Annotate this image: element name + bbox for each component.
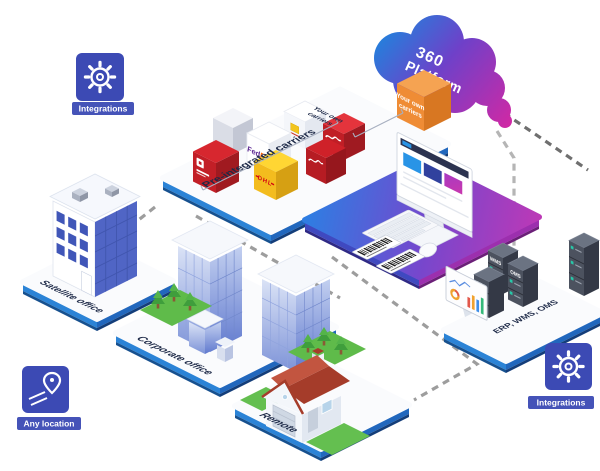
remote-house (261, 348, 350, 443)
workstation-platform (302, 132, 542, 289)
server-stack-oms: OMS (507, 255, 539, 307)
shipping-label-1 (352, 235, 402, 260)
corporate-grass-left (140, 283, 212, 326)
server-label-wms: WMS (490, 256, 502, 268)
carriers-bracket (200, 118, 339, 191)
front-door (308, 407, 318, 433)
connector-cloud-right (503, 111, 589, 172)
badge-label-any-location: Any location (23, 419, 74, 429)
servers-platform: WMS OMS ERP (441, 232, 600, 373)
carrier-box-dhl: DHL (254, 150, 298, 200)
carrier-box-darkred (306, 138, 346, 184)
own-carriers-bracket (352, 108, 404, 138)
connector-workstation-remote (331, 255, 480, 402)
screen-tile-blue (403, 152, 422, 175)
chart-monitor (445, 265, 488, 321)
remote-grass-right (306, 423, 370, 455)
carrier-box-red-front (193, 140, 239, 193)
monitor-screen (396, 132, 473, 239)
badge-integrations-right: Integrations (528, 343, 594, 409)
screen-header-bar (400, 137, 469, 179)
badge-any-location: Any location (17, 366, 81, 430)
server-label-oms: OMS (510, 269, 521, 281)
remote-platform: Remote (232, 348, 412, 461)
map-pin-icon (28, 371, 62, 406)
rooftop-ac-units (72, 185, 119, 202)
badge-integrations-top-left: Integrations (72, 53, 134, 115)
corporate-office-platform: Corporate office (113, 220, 366, 397)
badge-label-integrations-right: Integrations (537, 398, 586, 408)
shipping-label-2 (376, 249, 426, 274)
screen-tile-navy (423, 162, 442, 185)
roof-front-slab (283, 366, 350, 404)
server-stack-back-right (568, 232, 600, 296)
house-window (321, 398, 333, 415)
satellite-office-platform: Satellite office (20, 173, 176, 331)
screen-tile-purple (444, 172, 463, 195)
carrier-box-your-own: Your own carriers (396, 70, 451, 131)
badge-label-integrations-top: Integrations (79, 104, 128, 114)
satellite-office-building (49, 173, 141, 298)
garage-door (272, 404, 296, 438)
